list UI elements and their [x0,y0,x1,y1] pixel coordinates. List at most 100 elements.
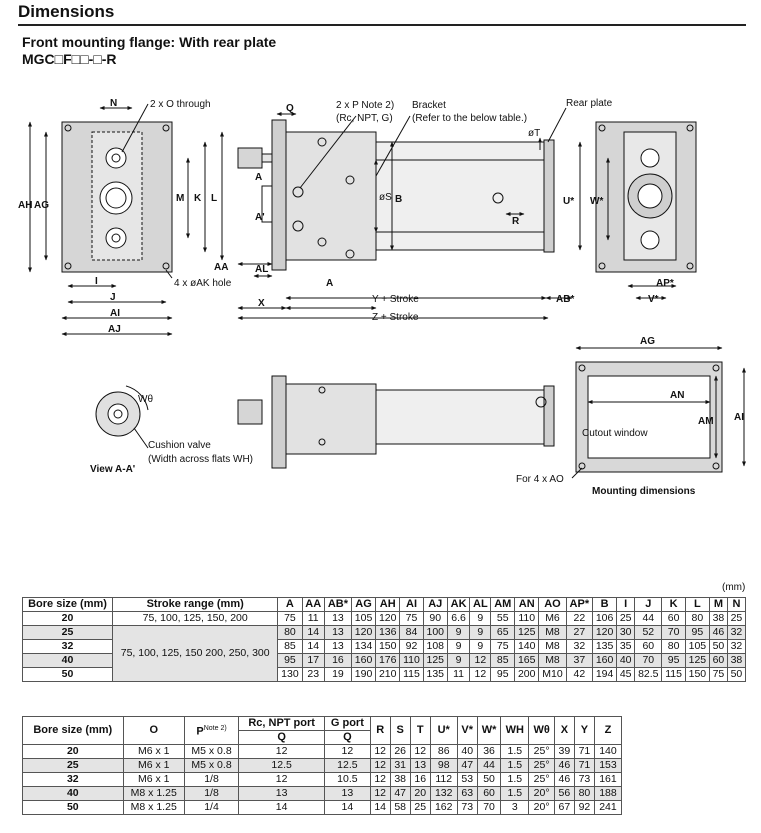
front-hole-bottom [105,227,127,249]
table-cell: 92 [573,800,595,815]
table-cell: 9 [469,639,492,654]
table-cell: 130 [277,667,303,682]
rear-plate-side [543,139,555,253]
label-o-through: 2 x O through [150,99,211,110]
t2-h-v: V* [456,716,478,745]
table-cell: 80 [684,611,710,626]
bore-size-cell: 50 [21,667,114,682]
bore-size-cell: 40 [22,786,124,801]
table-cell: 140 [514,639,540,654]
table-cell: M6 [538,611,567,626]
table-cell: 162 [429,800,458,815]
t1-header-cell: B [592,597,618,612]
table-cell: 12 [369,744,391,759]
side-flange [271,119,287,271]
table-cell: 71 [573,744,595,759]
label-al: AL [255,264,268,275]
table-cell: 1/8 [183,786,240,801]
table-cell: 53 [456,772,478,787]
table-cell: 9 [469,625,492,640]
t2-h-u: U* [429,716,458,745]
table-cell: 120 [350,625,377,640]
table-cell: M8 x 1.25 [122,800,185,815]
bore-size-cell: 32 [21,639,114,654]
table-cell: 46 [553,772,575,787]
t1-header-cell: Bore size (mm) [21,597,114,612]
t1-header-cell: Stroke range (mm) [112,597,279,612]
t1-header-cell: AJ [422,597,448,612]
table-cell: 65 [490,625,516,640]
t1-header-cell: AA [301,597,325,612]
label-ai: AI [110,308,120,319]
table-cell: 210 [375,667,401,682]
t1-header-cell: AG [350,597,377,612]
label-w: W* [590,196,603,207]
table-cell: 12 [469,653,492,668]
bore-size-cell: 20 [22,744,124,759]
table-cell: 31 [389,758,411,773]
label-p: 2 x P Note 2) [336,100,394,111]
table-cell: 14 [369,800,391,815]
table-cell: 27 [565,625,594,640]
table-cell: 38 [726,653,747,668]
t2-h-r: R [369,716,391,745]
table-cell: 50 [726,667,747,682]
table-cell: 190 [350,667,377,682]
table-cell: 70 [634,653,663,668]
stroke-range-cell: 75, 100, 125, 150 200, 250, 300 [112,625,279,682]
label-l: L [211,193,217,204]
table-cell: 35 [616,639,636,654]
table-cell: 95 [490,667,516,682]
table-cell: 60 [634,639,663,654]
label-cushion-valve: Cushion valve [148,440,211,451]
label-refer: (Refer to the below table.) [412,113,527,124]
table-cell: 50 [476,772,502,787]
label-view-aa: View A-A' [90,464,135,475]
title-rule [18,24,746,26]
table-cell: M8 [538,625,567,640]
subtitle-block: Front mounting flange: With rear plate M… [22,34,276,68]
table-cell: 84 [399,625,424,640]
table-cell: 56 [553,786,575,801]
table-cell: 40 [456,744,478,759]
table-cell: 13 [323,611,352,626]
table-cell: 82.5 [634,667,663,682]
table-cell: 105 [350,611,377,626]
label-b: B [395,194,402,205]
table-cell: 80 [573,786,595,801]
label-aa: AA [214,262,228,273]
t2-h-q1: Q [238,730,326,745]
table-cell: 1.5 [500,744,530,759]
table-cell: 38 [389,772,411,787]
table-cell: 16 [323,653,352,668]
label-rc-npt-g: (Rc, NPT, G) [336,113,393,124]
t1-header-cell: AI [399,597,424,612]
table-cell: 60 [661,611,686,626]
label-t: øT [528,128,540,139]
t1-header-cell: AB* [323,597,352,612]
table-cell: 13 [323,639,352,654]
table-cell: 12 [369,758,391,773]
table-cell: 3 [500,800,530,815]
table-cell: 12.5 [238,758,326,773]
table-cell: 161 [593,772,623,787]
table-cell: M6 x 1 [122,758,185,773]
table-cell: 14 [301,625,325,640]
table-cell: 120 [592,625,618,640]
label-ag: AG [34,200,49,211]
t1-header-cell: AO [538,597,567,612]
table-cell: 125 [684,653,710,668]
table-cell: 25° [528,772,555,787]
label-x: X [258,298,265,309]
table-cell: 165 [514,653,540,668]
table-cell: 120 [375,611,401,626]
table-cell: 85 [490,653,516,668]
t1-header-cell: A [277,597,303,612]
bore-size-cell: 25 [21,625,114,640]
table-cell: 47 [389,786,411,801]
cutout-window [587,375,711,459]
table-cell: 73 [573,772,595,787]
